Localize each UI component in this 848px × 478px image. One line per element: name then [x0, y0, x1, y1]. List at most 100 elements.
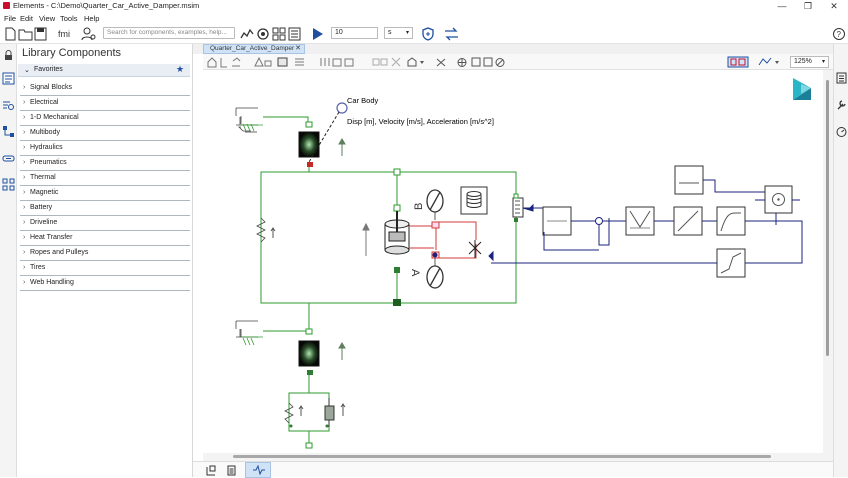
close-button[interactable]: ✕	[830, 1, 838, 11]
gauge-icon[interactable]	[836, 126, 847, 138]
tab-signal-view[interactable]	[245, 462, 271, 478]
menu-help[interactable]: Help	[84, 14, 100, 23]
edit-tools-icon[interactable]	[207, 57, 357, 68]
hierarchy-icon[interactable]	[2, 125, 15, 138]
plot-icon[interactable]	[240, 27, 255, 41]
duration-unit-select[interactable]: s ▾	[384, 27, 413, 39]
probe-settings-icon[interactable]	[256, 27, 271, 41]
sensor-filter-block[interactable]	[542, 206, 572, 236]
car-body-mass[interactable]	[298, 131, 320, 158]
reference-block[interactable]	[674, 165, 704, 195]
library-item-label: Hydraulics	[30, 144, 63, 151]
port-top-mass[interactable]	[305, 121, 313, 128]
library-item-driveline[interactable]: ›Driveline	[20, 216, 190, 231]
alignment-tools-icon[interactable]	[372, 57, 427, 68]
close-icon[interactable]: ✕	[295, 45, 301, 52]
position-sensor[interactable]	[512, 193, 524, 222]
port-b[interactable]	[431, 221, 440, 229]
controller-block[interactable]	[625, 206, 655, 236]
document-view-icon[interactable]	[226, 465, 237, 476]
chevron-right-icon: ›	[23, 189, 26, 196]
gain-block[interactable]	[673, 206, 703, 236]
model-canvas[interactable]: Car Body Disp [m], Velocity [m/s], Accel…	[203, 70, 823, 453]
diagram-view-icon[interactable]	[206, 465, 217, 476]
menu-edit[interactable]: Edit	[20, 14, 33, 23]
component-grid-icon[interactable]	[272, 27, 287, 41]
horizontal-scroll-thumb[interactable]	[233, 455, 771, 458]
maximize-button[interactable]: ❐	[803, 1, 813, 11]
user-settings-icon[interactable]	[81, 27, 96, 41]
new-file-icon[interactable]	[3, 27, 18, 41]
valve-label-a: A	[409, 269, 421, 277]
library-item-heat-transfer[interactable]: ›Heat Transfer	[20, 231, 190, 246]
blocks-icon[interactable]	[2, 178, 15, 191]
star-icon[interactable]: ★	[176, 64, 185, 74]
open-folder-icon[interactable]	[18, 27, 33, 41]
fmi-icon[interactable]: fmi	[58, 27, 73, 41]
search-library-icon[interactable]	[2, 99, 15, 112]
hydraulic-tank[interactable]	[460, 186, 488, 215]
tire-damper[interactable]	[324, 398, 335, 427]
port-damper-top[interactable]	[393, 168, 401, 176]
library-item-pneumatics[interactable]: ›Pneumatics	[20, 156, 190, 171]
library-item-multibody[interactable]: ›Multibody	[20, 126, 190, 141]
wrench-icon[interactable]	[836, 99, 847, 111]
port-damper-bottom[interactable]	[394, 267, 400, 273]
report-icon[interactable]	[287, 27, 302, 41]
zoom-select[interactable]: 125% ▾	[790, 56, 829, 68]
display-mode-icon[interactable]	[727, 56, 782, 68]
view-tools-icon[interactable]	[436, 57, 506, 68]
port-mass-bottom[interactable]	[307, 162, 313, 167]
library-item-electrical[interactable]: ›Electrical	[20, 96, 190, 111]
port-wheel-bottom[interactable]	[307, 370, 313, 375]
tab-quarter-car[interactable]: Quarter_Car_Active_Damper ✕	[203, 44, 305, 54]
swap-arrows-icon[interactable]	[444, 27, 459, 41]
prescribed-motion-bottom[interactable]	[235, 320, 263, 346]
run-simulation-icon[interactable]	[310, 27, 325, 41]
accumulator-b[interactable]	[426, 189, 444, 220]
port-ground[interactable]	[305, 442, 313, 449]
properties-icon[interactable]	[836, 72, 847, 84]
product-block[interactable]	[764, 185, 793, 214]
save-icon[interactable]	[33, 27, 48, 41]
prescribed-motion-top[interactable]	[235, 107, 263, 133]
library-item-signal-blocks[interactable]: ›Signal Blocks	[20, 81, 190, 96]
library-item-1-d-mechanical[interactable]: ›1-D Mechanical	[20, 111, 190, 126]
library-item-thermal[interactable]: ›Thermal	[20, 171, 190, 186]
up-arrow-icon	[362, 222, 370, 256]
library-item-tires[interactable]: ›Tires	[20, 261, 190, 276]
tire-spring[interactable]	[284, 402, 294, 424]
library-item-hydraulics[interactable]: ›Hydraulics	[20, 141, 190, 156]
menu-tools[interactable]: Tools	[60, 14, 78, 23]
menu-file[interactable]: File	[4, 14, 17, 23]
wheel-mass[interactable]	[298, 340, 320, 367]
accumulator-a[interactable]	[426, 258, 444, 289]
library-item-ropes-and-pulleys[interactable]: ›Ropes and Pulleys	[20, 246, 190, 261]
search-input[interactable]: Search for components, examples, help...	[103, 27, 235, 39]
vertical-scroll-thumb[interactable]	[826, 80, 829, 356]
library-item-web-handling[interactable]: ›Web Handling	[20, 276, 190, 291]
minimize-button[interactable]: —	[777, 1, 787, 11]
library-item-battery[interactable]: ›Battery	[20, 201, 190, 216]
proportional-valve[interactable]	[468, 240, 494, 262]
library-item-magnetic[interactable]: ›Magnetic	[20, 186, 190, 201]
menu-view[interactable]: View	[39, 14, 56, 23]
favorites-header[interactable]: ⌄ Favorites ★	[18, 64, 190, 77]
feedback-block[interactable]	[716, 248, 746, 278]
suspension-spring[interactable]	[256, 217, 266, 243]
shield-icon[interactable]	[421, 27, 436, 41]
probe-icon[interactable]	[336, 102, 348, 114]
port-frame-bottom[interactable]	[393, 299, 401, 306]
library-icon[interactable]	[2, 72, 15, 85]
lock-icon[interactable]	[3, 50, 14, 61]
summing-junction[interactable]	[595, 217, 603, 225]
valve-label-b: B	[413, 203, 425, 210]
hydraulic-cylinder[interactable]	[384, 211, 410, 255]
connector-icon[interactable]	[2, 152, 15, 165]
saturation-block[interactable]	[716, 206, 746, 236]
duration-input[interactable]: 10	[331, 27, 378, 39]
help-icon[interactable]: ?	[832, 27, 847, 41]
port-piston[interactable]	[393, 204, 401, 212]
chevron-right-icon: ›	[23, 264, 26, 271]
port-wheel-top[interactable]	[305, 328, 313, 335]
